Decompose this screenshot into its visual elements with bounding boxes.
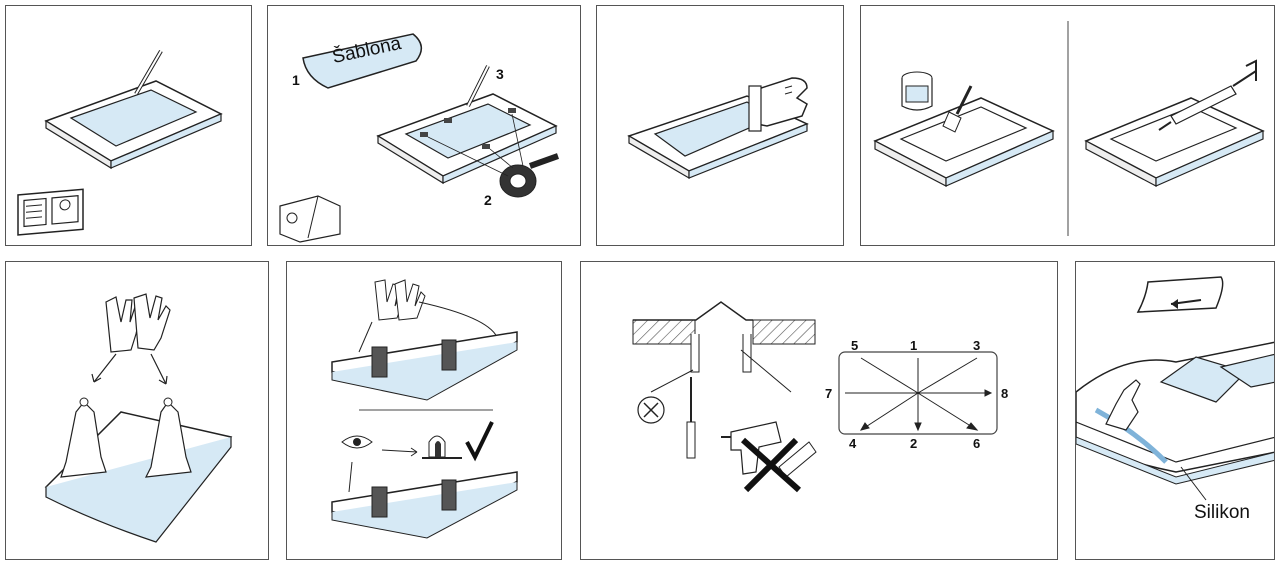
step-5-panel — [5, 261, 269, 560]
template-illustration — [279, 33, 560, 243]
step-1-panel — [5, 5, 252, 246]
power-drill-forbidden-icon — [721, 421, 817, 493]
direction-8: 8 — [1001, 386, 1009, 401]
caulking-gun-icon — [1158, 59, 1257, 131]
seal-edges-illustration — [873, 21, 1265, 236]
step-3-panel — [596, 5, 844, 246]
hand-icon — [1105, 379, 1141, 431]
tightening-order-illustration — [632, 301, 998, 493]
clamp-fixing-illustration — [44, 293, 233, 543]
clamp-left-icon — [60, 397, 107, 478]
screwdriver-icon — [686, 377, 696, 459]
direction-5: 5 — [851, 338, 859, 353]
silicone-sealing-illustration — [1076, 276, 1274, 501]
direction-6: 6 — [973, 436, 981, 451]
direction-arrows — [845, 357, 993, 432]
eye-icon — [341, 435, 373, 449]
direction-4: 4 — [849, 436, 857, 451]
direction-7: 7 — [825, 386, 833, 401]
gloves-icon — [374, 279, 426, 321]
jigsaw-icon — [748, 77, 808, 132]
silicone-label: Silikon — [1194, 502, 1250, 523]
tape-roll-icon — [499, 153, 560, 198]
wipe-cloth-icon — [1136, 276, 1224, 313]
brush-icon — [942, 85, 973, 133]
paint-can-icon — [901, 71, 933, 111]
bowl-icon — [279, 195, 341, 243]
step-number-3: 3 — [496, 66, 504, 82]
step-7-panel: 5 1 3 7 8 4 2 6 — [580, 261, 1058, 560]
step-4-panel — [860, 5, 1275, 246]
sink-icon — [17, 188, 84, 236]
step-number-1: 1 — [292, 72, 300, 88]
direction-2: 2 — [910, 436, 918, 451]
step-2-panel: Šablona 1 2 3 — [267, 5, 581, 246]
phillips-screw-icon — [637, 396, 665, 424]
check-icon — [465, 421, 494, 462]
gloves-icon — [105, 293, 171, 353]
step-number-2: 2 — [484, 192, 492, 208]
mark-cutout-illustration — [17, 49, 223, 236]
jigsaw-cutting-illustration — [627, 77, 809, 180]
step-6-panel — [286, 261, 562, 560]
direction-3: 3 — [973, 338, 981, 353]
clamp-right-icon — [144, 397, 192, 478]
step-8-panel: Silikon — [1075, 261, 1275, 560]
direction-1: 1 — [910, 338, 918, 353]
clamp-check-illustration — [331, 279, 518, 539]
